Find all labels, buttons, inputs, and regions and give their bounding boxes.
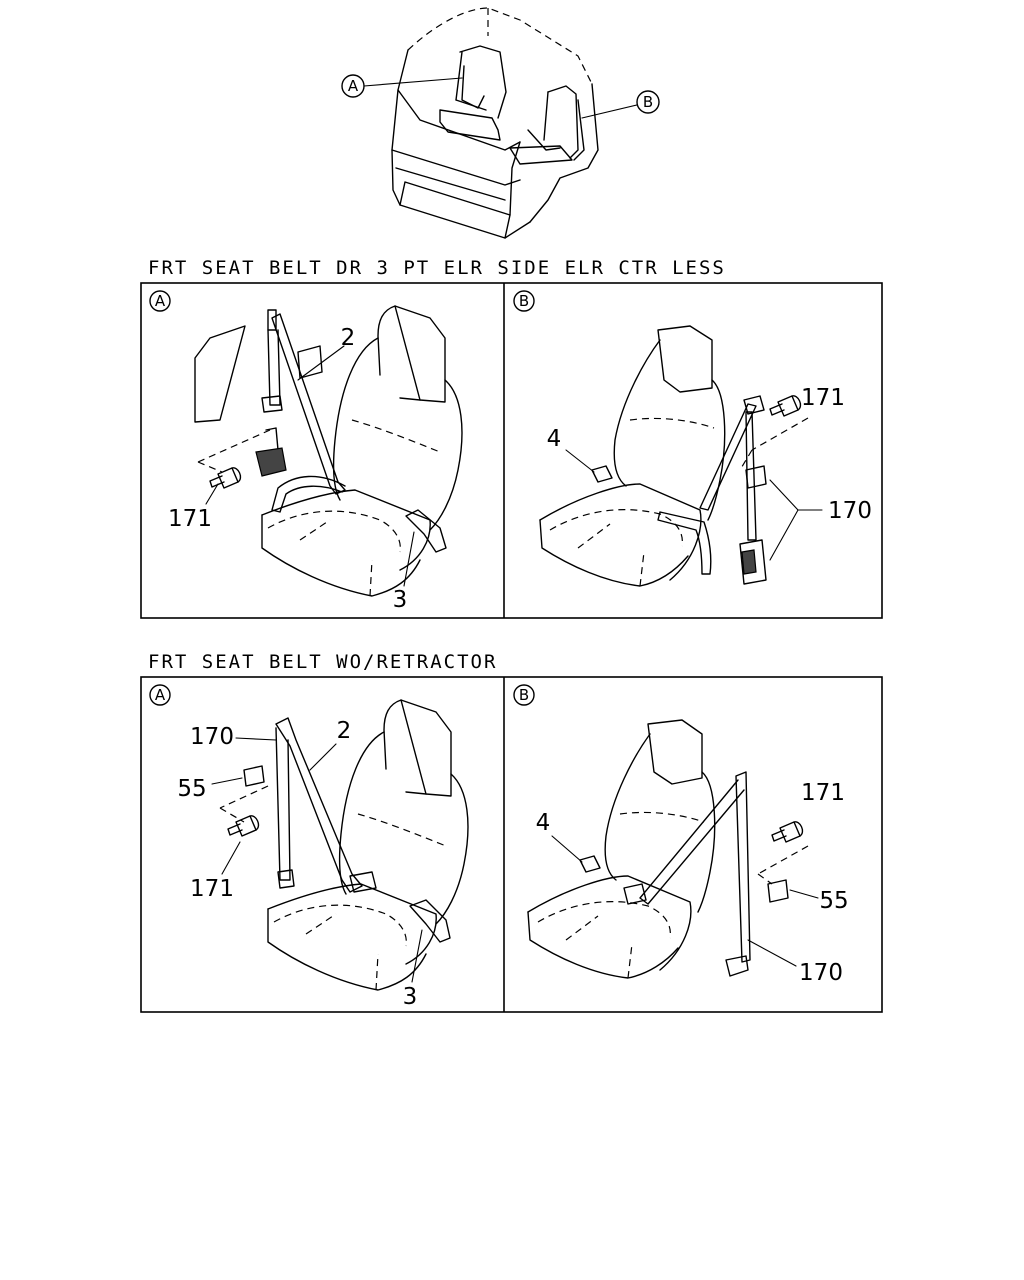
label-1b-part-171: 171 bbox=[801, 385, 845, 411]
section1-panel-a-tag: A bbox=[155, 292, 166, 310]
label-2a-part-55: 55 bbox=[177, 776, 206, 802]
label-1a-part-3: 3 bbox=[393, 587, 408, 613]
section1-frame bbox=[140, 282, 883, 619]
callout-b-letter: B bbox=[643, 93, 653, 111]
label-2b-part-4: 4 bbox=[536, 810, 551, 836]
section2-heading: FRT SEAT BELT WO/RETRACTOR bbox=[148, 651, 497, 673]
label-2a-part-3: 3 bbox=[403, 984, 418, 1010]
overview-callout-a: A bbox=[341, 74, 463, 98]
section2-frame bbox=[140, 676, 883, 1013]
section2-panel-b: B bbox=[513, 684, 809, 979]
label-1b-part-4: 4 bbox=[547, 426, 562, 452]
label-2b-part-171: 171 bbox=[801, 780, 845, 806]
label-2a-part-171: 171 bbox=[190, 876, 234, 902]
section1-heading: FRT SEAT BELT DR 3 PT ELR SIDE ELR CTR L… bbox=[148, 257, 726, 279]
section2-panel-a-tag: A bbox=[155, 686, 166, 704]
label-1a-part-171: 171 bbox=[168, 506, 212, 532]
overview-callout-b: B bbox=[581, 90, 660, 119]
section2-panel-b-tag: B bbox=[519, 686, 529, 704]
label-2a-part-2: 2 bbox=[337, 718, 352, 744]
section1-panel-a: A bbox=[149, 290, 463, 597]
section1-panel-b: B bbox=[194, 290, 823, 587]
label-2b-part-55: 55 bbox=[819, 888, 848, 914]
callout-a-letter: A bbox=[348, 77, 359, 95]
label-1a-part-2: 2 bbox=[341, 325, 356, 351]
label-1b-part-170: 170 bbox=[828, 498, 872, 524]
section1-panel-b-tag: B bbox=[519, 292, 529, 310]
section2-panel-a: A bbox=[149, 684, 469, 991]
label-2b-part-170: 170 bbox=[799, 960, 843, 986]
cab-overview-illustration bbox=[391, 7, 599, 239]
label-2a-part-170: 170 bbox=[190, 724, 234, 750]
